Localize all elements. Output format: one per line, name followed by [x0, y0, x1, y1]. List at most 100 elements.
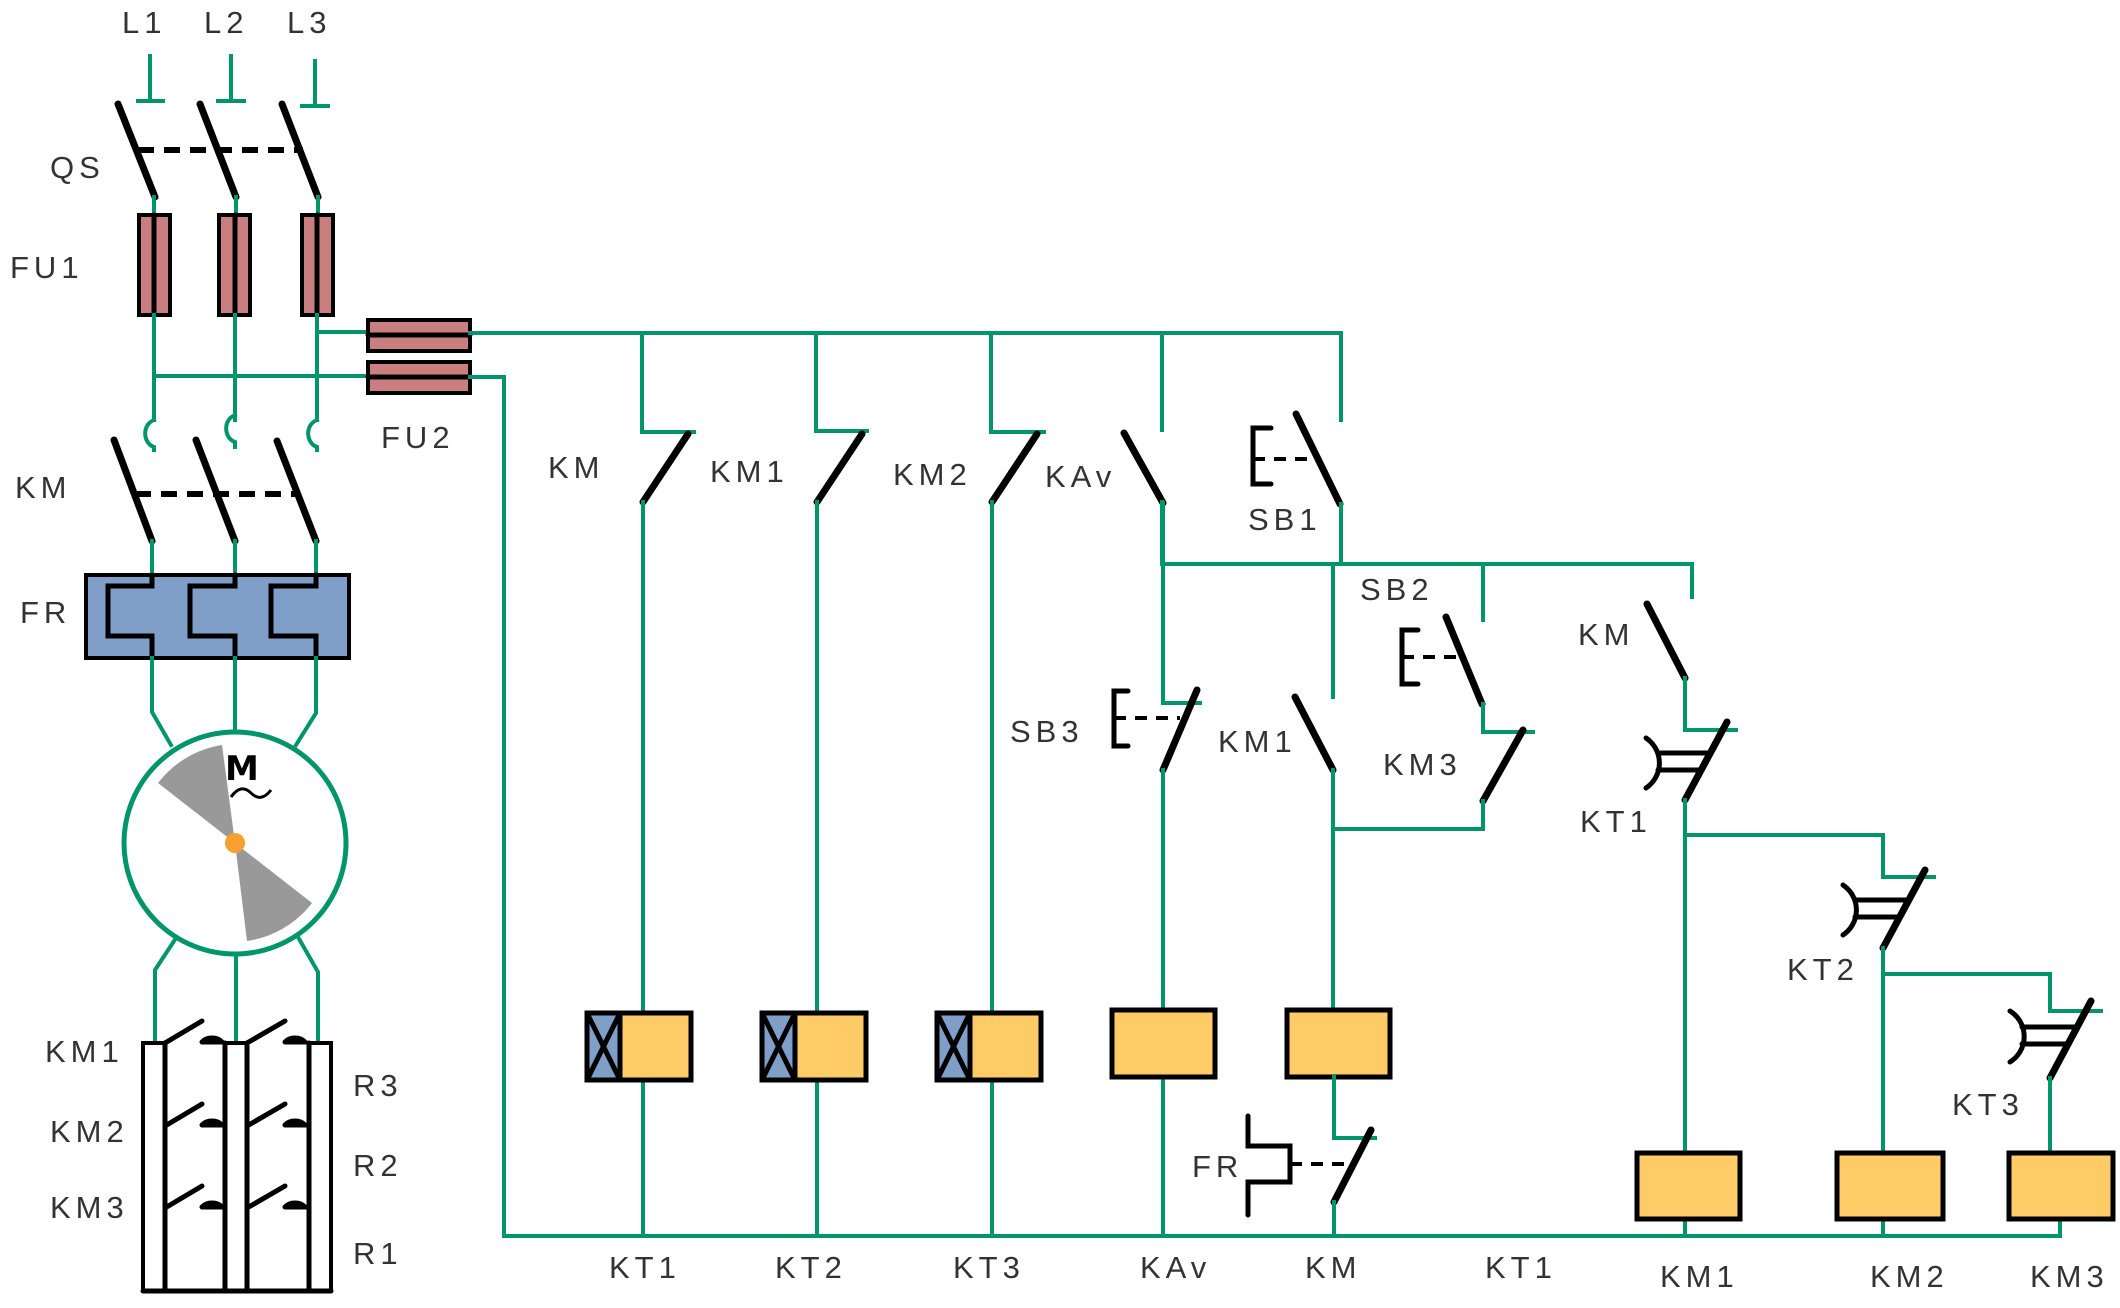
timed-contact-KT2 [1840, 866, 1929, 952]
coil-KM2 [1834, 1150, 1946, 1222]
terminal-L3-icon [300, 59, 330, 108]
label-c-KM1-no: KM1 [1218, 724, 1297, 759]
label-c-KT1: KT1 [1580, 804, 1652, 839]
label-coil-KAv: KAv [1140, 1250, 1211, 1285]
pushbutton-SB3 [1111, 686, 1201, 774]
contactor-KM-main [110, 436, 320, 545]
label-c-KM1: KM1 [710, 454, 789, 489]
coil-KT3 [934, 1010, 1044, 1083]
contact-blade-icon [244, 1018, 288, 1046]
label-c-KM3: KM3 [1383, 747, 1462, 782]
contact-arc-icon [199, 1118, 228, 1128]
isolator-QS [114, 100, 322, 201]
power-circuit: L1 L2 L3 QS FU1 [10, 5, 403, 1294]
label-coil-KT1: KT1 [609, 1250, 681, 1285]
bypass-contacts-KM1 [162, 1018, 311, 1046]
resistor-bank [140, 1018, 334, 1294]
motor-label: M [225, 749, 259, 789]
km-arc-icons [143, 412, 320, 452]
coil-KT2 [759, 1010, 869, 1083]
coil-KAv [1109, 1007, 1218, 1080]
label-c-KT3: KT3 [1952, 1087, 2024, 1122]
label-L3: L3 [287, 5, 331, 40]
label-L2: L2 [204, 5, 248, 40]
motor-hub-icon [225, 833, 245, 853]
contact-blade-icon [162, 1183, 205, 1211]
label-c-KM2: KM2 [893, 457, 972, 492]
contact-KM2-nc-icon [988, 430, 1041, 506]
arc-contact-icon [224, 412, 238, 449]
thermal-relay-body [84, 573, 351, 660]
contact-blade-icon [162, 1018, 205, 1046]
fuse-FU1 [137, 212, 335, 318]
pushbutton-SB2 [1399, 613, 1486, 708]
coil-KM1 [1634, 1150, 1743, 1222]
label-c-KAv: KAv [1045, 459, 1116, 494]
label-L1: L1 [122, 5, 166, 40]
thermal-element-icon [1245, 1113, 1293, 1218]
label-c-SB3: SB3 [1010, 714, 1084, 749]
coil-body [967, 1010, 1044, 1083]
arc-contact-icon [143, 417, 157, 452]
contact-blade-icon [192, 436, 239, 545]
timer-arc-icon [1840, 882, 1859, 938]
contact-blade-icon [273, 437, 320, 545]
timer-arc-icon [2007, 1008, 2027, 1065]
coil-body [792, 1010, 869, 1083]
contact-KAv-no-icon [1120, 429, 1167, 507]
motor-M: M [121, 729, 349, 957]
contact-arc-icon [282, 1200, 311, 1210]
contact-blade-icon [244, 1101, 288, 1129]
fan-blade-icon [235, 843, 312, 941]
label-c-KT2: KT2 [1787, 952, 1859, 987]
terminal-L1-icon [136, 54, 165, 103]
contact-blade-icon [162, 1101, 205, 1129]
timer-bars-icon [1852, 897, 1909, 920]
contact-blade-icon [1292, 410, 1344, 508]
contact-blade-icon [1681, 718, 1731, 804]
timed-contact-KT1 [1643, 718, 1731, 804]
switch-blade-icon [114, 100, 159, 201]
fan-blade-icon [158, 745, 235, 843]
contact-blade-icon [1330, 1126, 1375, 1206]
contact-blade-icon [110, 436, 156, 545]
bypass-contacts-KM3 [162, 1183, 311, 1211]
label-QS: QS [50, 150, 105, 185]
contact-KM1-nc-icon [813, 430, 866, 506]
resistor-R-phase1 [141, 1041, 167, 1293]
label-coil-KT3: KT3 [953, 1250, 1025, 1285]
label-coil-KM2: KM2 [1870, 1259, 1949, 1294]
label-coil-KM1: KM1 [1660, 1259, 1739, 1294]
coil-body [617, 1010, 694, 1083]
thermal-relay-FR [84, 572, 351, 661]
timed-contact-KT3 [2007, 997, 2095, 1082]
label-bottom-KT1: KT1 [1485, 1250, 1557, 1285]
contact-KM-no-icon [1643, 600, 1689, 682]
contact-arc-icon [199, 1035, 228, 1045]
label-R2: R2 [353, 1148, 403, 1183]
label-c-FR: FR [1192, 1149, 1243, 1184]
label-FU1: FU1 [10, 250, 84, 285]
coil-KM [1284, 1007, 1393, 1080]
label-coil-KM: KM [1305, 1250, 1362, 1285]
label-c-SB2: SB2 [1360, 572, 1434, 607]
label-FR-power: FR [20, 595, 71, 630]
resistor-R-phase3 [307, 1041, 333, 1293]
label-KM1-res: KM1 [45, 1034, 124, 1069]
contact-blade-icon [1159, 686, 1201, 774]
pushbutton-SB1 [1250, 410, 1344, 508]
contact-blade-icon [2046, 997, 2095, 1082]
timer-bars-icon [1655, 750, 1711, 773]
label-KM3-res: KM3 [50, 1190, 129, 1225]
label-R1: R1 [353, 1236, 403, 1271]
contact-blade-icon [1442, 613, 1486, 708]
terminal-L2-icon [216, 54, 246, 103]
resistor-R-phase2 [223, 1041, 249, 1293]
label-c-KM-no: KM [1578, 617, 1635, 652]
contact-arc-icon [282, 1035, 311, 1045]
phase-terminal-icons [136, 54, 330, 108]
contact-arc-icon [199, 1200, 228, 1210]
pushbutton-head-icon [1250, 425, 1274, 487]
ac-tilde-icon [229, 787, 273, 799]
